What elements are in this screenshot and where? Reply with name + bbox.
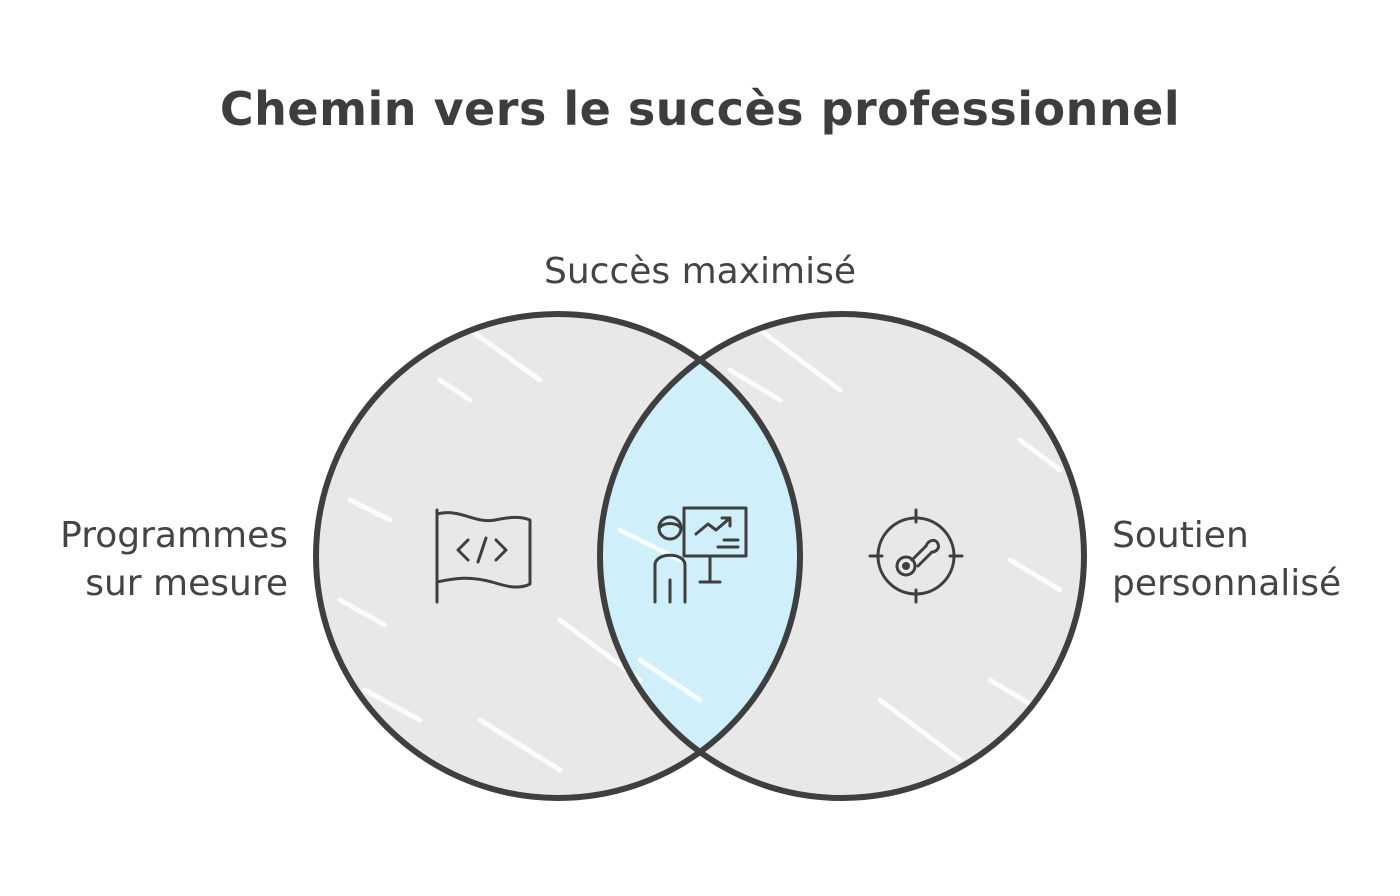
label-left-line2: sur mesure <box>85 563 288 604</box>
code-flag-icon <box>435 508 532 604</box>
label-intersection: Succès maximisé <box>450 248 950 296</box>
hatch-texture <box>337 327 1063 773</box>
label-intersection-text: Succès maximisé <box>543 251 856 292</box>
right-circle-outline <box>597 311 1087 801</box>
intersection-fill <box>600 314 800 798</box>
presenter-chart-icon <box>653 506 748 604</box>
page-title: Chemin vers le succès professionnel <box>219 82 1181 136</box>
label-left-line1: Programmes <box>60 515 288 556</box>
label-right-line2: personnalisé <box>1112 563 1342 604</box>
left-circle-outline <box>313 311 803 801</box>
label-right-circle: Soutien personnalisé <box>1112 512 1392 608</box>
label-left-circle: Programmes sur mesure <box>20 512 288 608</box>
target-key-icon <box>868 508 964 604</box>
label-right-line1: Soutien <box>1112 515 1249 556</box>
